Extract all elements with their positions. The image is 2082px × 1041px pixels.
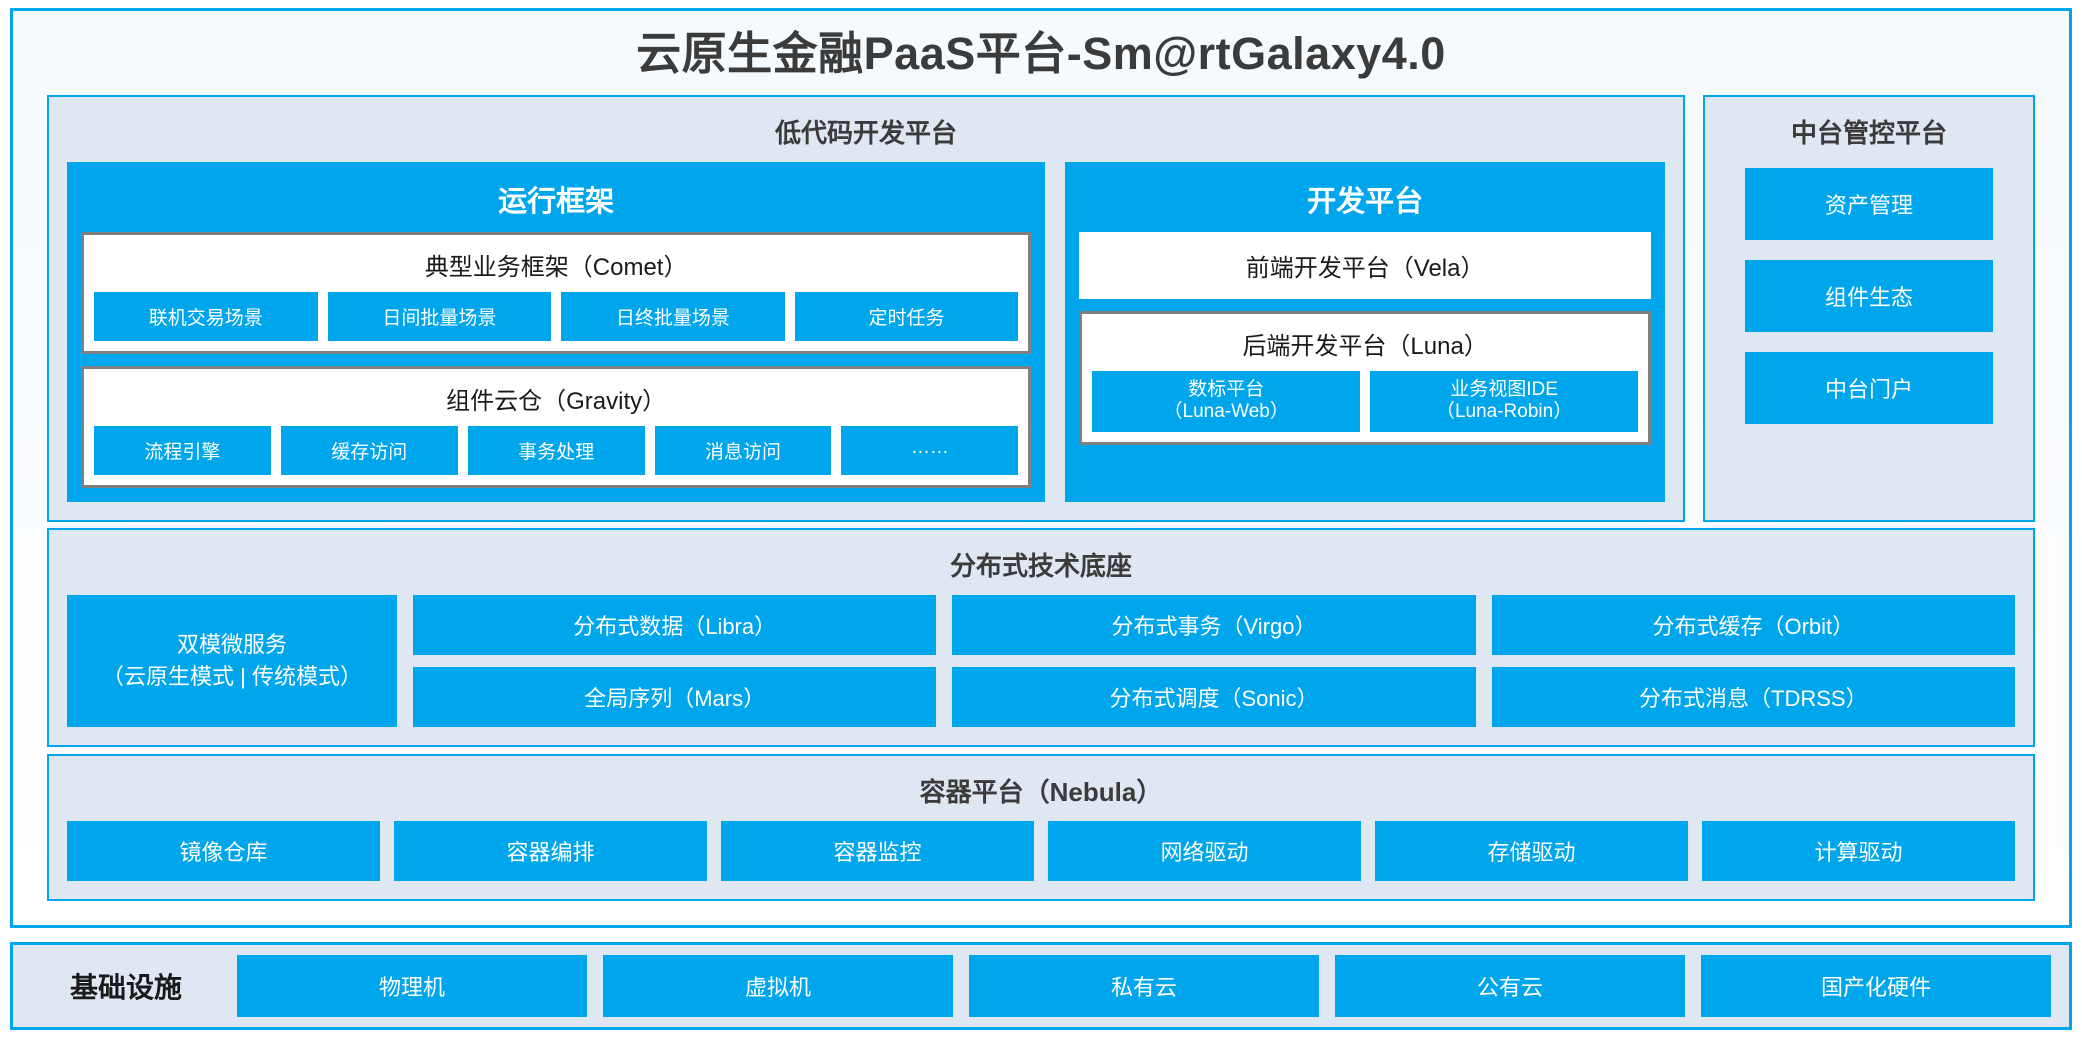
- lowcode-body: 运行框架 典型业务框架（Comet） 联机交易场景 日间批量场景 日终批量场景 …: [67, 161, 1665, 502]
- chip-line2: （Luna-Web）: [1163, 401, 1289, 423]
- lowcode-platform-title: 低代码开发平台: [774, 117, 957, 148]
- distributed-cell-orbit[interactable]: 分布式缓存（Orbit）: [1491, 595, 2015, 656]
- container-chip-monitoring[interactable]: 容器监控: [721, 821, 1034, 881]
- infrastructure-panel: 基础设施 物理机 虚拟机 私有云 公有云 国产化硬件: [10, 942, 2072, 1030]
- distributed-cell-tdrss[interactable]: 分布式消息（TDRSS）: [1491, 667, 2015, 728]
- backend-chip-list: 数标平台 （Luna-Web） 业务视图IDE （Luna-Robin）: [1092, 370, 1639, 433]
- platform-card: 云原生金融PaaS平台-Sm@rtGalaxy4.0 低代码开发平台 运行框架 …: [10, 8, 2072, 928]
- midoffice-item-list: 资产管理 组件生态 中台门户: [1723, 162, 2015, 502]
- distributed-cell-virgo[interactable]: 分布式事务（Virgo）: [952, 595, 1476, 656]
- page-title: 云原生金融PaaS平台-Sm@rtGalaxy4.0: [636, 28, 1446, 79]
- backend-platform-title: 后端开发平台（Luna）: [1242, 332, 1488, 360]
- infra-chip-private-cloud[interactable]: 私有云: [969, 955, 1319, 1017]
- distributed-body: 双模微服务 （云原生模式 | 传统模式） 分布式数据（Libra） 全局序列（M…: [67, 595, 2015, 728]
- comet-chip[interactable]: 联机交易场景: [94, 291, 318, 341]
- gravity-chip[interactable]: 消息访问: [654, 425, 832, 475]
- distributed-column-1: 分布式数据（Libra） 全局序列（Mars）: [413, 595, 937, 728]
- gravity-chip-list: 流程引擎 缓存访问 事务处理 消息访问 ……: [94, 425, 1019, 475]
- midoffice-panel: 中台管控平台 资产管理 组件生态 中台门户: [1703, 94, 2035, 522]
- microservice-line1: 双模微服务: [176, 632, 287, 658]
- midoffice-item-asset-management[interactable]: 资产管理: [1745, 167, 1993, 240]
- comet-title: 典型业务框架（Comet）: [424, 253, 688, 281]
- runtime-framework-title: 运行框架: [498, 185, 615, 218]
- distributed-cell-mars[interactable]: 全局序列（Mars）: [413, 667, 937, 728]
- distributed-cell-libra[interactable]: 分布式数据（Libra）: [413, 595, 937, 656]
- top-row: 低代码开发平台 运行框架 典型业务框架（Comet） 联机交易场景 日间批量场景…: [47, 94, 2035, 522]
- container-chip-compute-driver[interactable]: 计算驱动: [1702, 821, 2015, 881]
- chip-line1: 业务视图IDE: [1450, 378, 1558, 400]
- container-chip-image-registry[interactable]: 镜像仓库: [67, 821, 380, 881]
- frontend-platform-card[interactable]: 前端开发平台（Vela）: [1079, 231, 1651, 299]
- container-chip-network-driver[interactable]: 网络驱动: [1048, 821, 1361, 881]
- backend-chip-luna-web[interactable]: 数标平台 （Luna-Web）: [1092, 370, 1361, 433]
- gravity-card: 组件云仓（Gravity） 流程引擎 缓存访问 事务处理 消息访问 ……: [81, 365, 1032, 488]
- chip-line2: （Luna-Robin）: [1435, 401, 1573, 423]
- backend-chip-luna-robin[interactable]: 业务视图IDE （Luna-Robin）: [1370, 370, 1639, 433]
- container-chip-orchestration[interactable]: 容器编排: [394, 821, 707, 881]
- microservice-text: 双模微服务 （云原生模式 | 传统模式）: [102, 629, 362, 693]
- infrastructure-label: 基础设施: [69, 972, 182, 1003]
- infra-chip-virtual-machine[interactable]: 虚拟机: [603, 955, 953, 1017]
- chip-line1: 数标平台: [1188, 378, 1265, 400]
- lowcode-platform-panel: 低代码开发平台 运行框架 典型业务框架（Comet） 联机交易场景 日间批量场景…: [47, 94, 1685, 522]
- gravity-chip[interactable]: 事务处理: [467, 425, 645, 475]
- backend-platform-card: 后端开发平台（Luna） 数标平台 （Luna-Web） 业务视图IDE （Lu…: [1079, 310, 1651, 446]
- infra-chip-public-cloud[interactable]: 公有云: [1335, 955, 1685, 1017]
- gravity-title: 组件云仓（Gravity）: [446, 387, 667, 415]
- microservice-line2: （云原生模式 | 传统模式）: [102, 664, 362, 690]
- container-chip-storage-driver[interactable]: 存储驱动: [1375, 821, 1688, 881]
- distributed-column-2: 分布式事务（Virgo） 分布式调度（Sonic）: [952, 595, 1476, 728]
- distributed-base-title: 分布式技术底座: [949, 551, 1132, 582]
- infra-chip-domestic-hardware[interactable]: 国产化硬件: [1701, 955, 2051, 1017]
- comet-chip[interactable]: 日终批量场景: [561, 291, 785, 341]
- container-platform-title: 容器平台（Nebula）: [919, 777, 1163, 807]
- midoffice-item-portal[interactable]: 中台门户: [1745, 351, 1993, 424]
- row-spacer-2: [47, 747, 2035, 754]
- distributed-cell-sonic[interactable]: 分布式调度（Sonic）: [952, 667, 1476, 728]
- midoffice-title: 中台管控平台: [1790, 117, 1947, 148]
- container-chip-list: 镜像仓库 容器编排 容器监控 网络驱动 存储驱动 计算驱动: [67, 821, 2015, 881]
- infra-chip-physical-machine[interactable]: 物理机: [237, 955, 587, 1017]
- development-platform-title: 开发平台: [1307, 185, 1424, 218]
- comet-card: 典型业务框架（Comet） 联机交易场景 日间批量场景 日终批量场景 定时任务: [81, 231, 1032, 354]
- distributed-base-panel: 分布式技术底座 双模微服务 （云原生模式 | 传统模式） 分布式数据（Libra…: [47, 528, 2035, 748]
- runtime-framework-group: 运行框架 典型业务框架（Comet） 联机交易场景 日间批量场景 日终批量场景 …: [67, 161, 1046, 502]
- comet-chip-list: 联机交易场景 日间批量场景 日终批量场景 定时任务: [94, 291, 1019, 341]
- gravity-chip[interactable]: 流程引擎: [94, 425, 271, 475]
- dual-mode-microservice-box[interactable]: 双模微服务 （云原生模式 | 传统模式）: [67, 595, 397, 728]
- row-spacer: [47, 522, 2035, 529]
- comet-chip[interactable]: 日间批量场景: [327, 291, 552, 341]
- gravity-chip[interactable]: 缓存访问: [280, 425, 458, 475]
- comet-chip[interactable]: 定时任务: [794, 291, 1019, 341]
- distributed-column-3: 分布式缓存（Orbit） 分布式消息（TDRSS）: [1491, 595, 2015, 728]
- development-platform-group: 开发平台 前端开发平台（Vela） 后端开发平台（Luna） 数标平台 （Lun…: [1065, 161, 1665, 502]
- gravity-chip-more[interactable]: ……: [841, 425, 1019, 475]
- midoffice-item-component-ecosystem[interactable]: 组件生态: [1745, 259, 1993, 332]
- container-platform-panel: 容器平台（Nebula） 镜像仓库 容器编排 容器监控 网络驱动 存储驱动 计算…: [47, 754, 2035, 901]
